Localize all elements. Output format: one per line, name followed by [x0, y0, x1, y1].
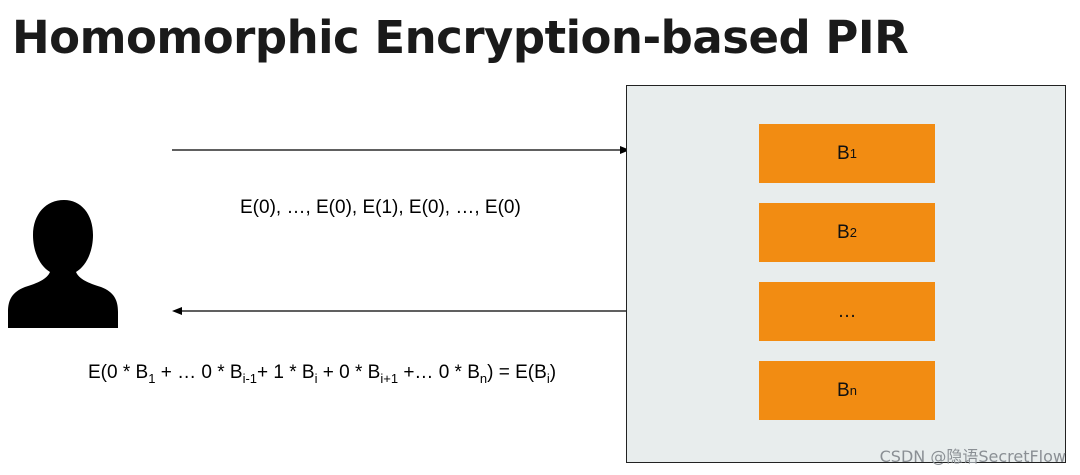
watermark: CSDN @隐语SecretFlow [879, 447, 1066, 466]
response-arrow [172, 307, 628, 315]
request-arrow [172, 146, 630, 154]
page-title: Homomorphic Encryption-based PIR [12, 11, 909, 64]
user-silhouette-icon [8, 200, 118, 328]
response-message: E(0 * B1 + … 0 * Bi-1+ 1 * Bi + 0 * Bi+1… [88, 362, 557, 386]
request-message: E(0), …, E(0), E(1), E(0), …, E(0) [240, 197, 521, 218]
database-block-ellipsis: … [759, 282, 935, 341]
